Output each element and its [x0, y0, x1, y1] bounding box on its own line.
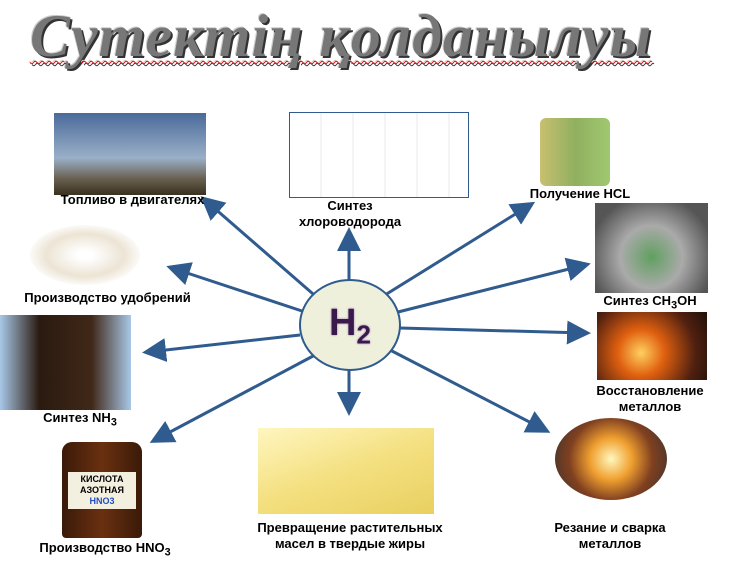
label-methanol: Синтез CH3OH: [603, 293, 697, 312]
ammonia-bottle: [0, 315, 131, 410]
label-fertilizer: Производство удобрений: [24, 290, 191, 305]
label-hcl: Получение HCL: [529, 186, 631, 201]
butter-photo: [258, 428, 434, 514]
apparatus-diagram: [289, 112, 469, 198]
metal-reduction-photo: [597, 312, 707, 380]
arrow-reduction: [399, 320, 591, 345]
arrow-hno3: [149, 353, 316, 443]
label-fuel: Топливо в двигателях: [60, 192, 205, 207]
rocket-photo: [54, 113, 206, 195]
h2-ellipse: [299, 279, 401, 371]
title: Сутектің қолданылуы: [30, 3, 653, 69]
arrow-nh3: [142, 333, 301, 362]
hcl-bottles-photo: [540, 118, 610, 186]
label-hno3: Производство HNO3: [39, 540, 171, 559]
methanol-reactor-photo: [595, 203, 708, 293]
arrow-hcl: [384, 201, 536, 297]
arrow-fertilizer: [166, 262, 306, 314]
arrow-methanol: [397, 257, 591, 314]
label-nh3: Синтез NH3: [43, 410, 117, 429]
arrow-fuel: [200, 196, 321, 302]
fertilizer-photo: [30, 225, 140, 285]
h2-formula: H2: [329, 302, 371, 350]
welding-sparks-photo: [555, 418, 667, 500]
arrow-cutting: [389, 348, 551, 433]
